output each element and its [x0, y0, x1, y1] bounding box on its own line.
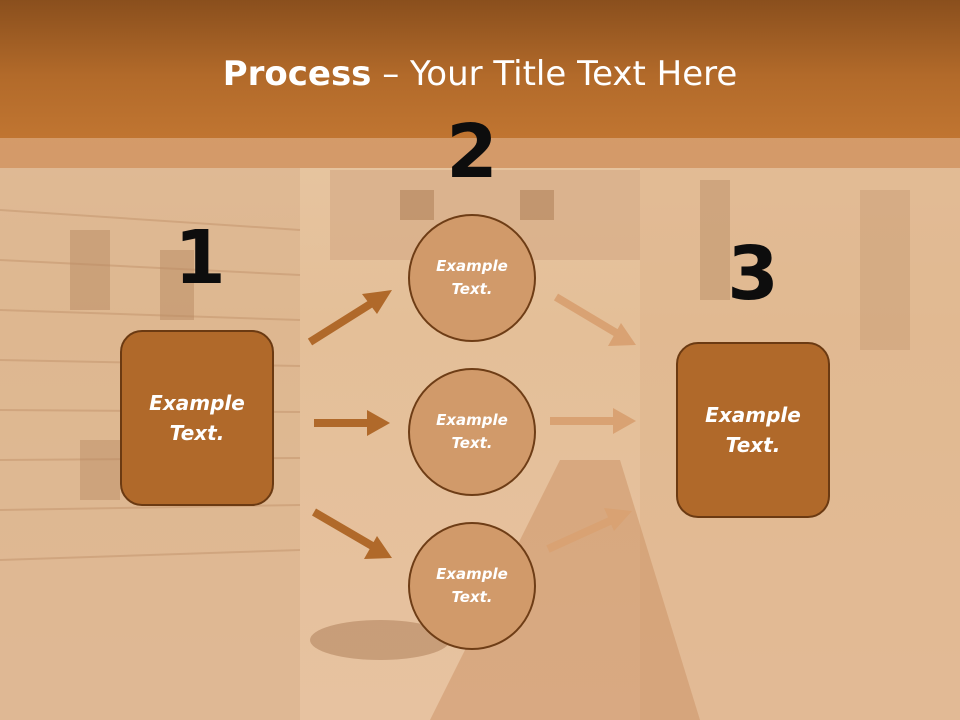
left-box: Example Text. — [120, 330, 274, 506]
title-bold: Process — [222, 54, 372, 94]
arrow-left-top — [307, 290, 392, 346]
arrow-right-bottom — [546, 508, 632, 553]
left-box-text: Example Text. — [149, 391, 245, 445]
step-number-3: 3 — [727, 231, 779, 317]
title-rest: – Your Title Text Here — [371, 54, 738, 94]
step-number-1: 1 — [174, 215, 226, 301]
circle-top-text: Example Text. — [436, 257, 508, 298]
arrow-left-bottom — [311, 508, 392, 559]
title-bar — [0, 0, 960, 138]
circle-bottom-text: Example Text. — [436, 565, 508, 606]
right-box: Example Text. — [676, 342, 830, 518]
arrow-right-top — [553, 293, 636, 346]
circle-middle: Example Text. — [408, 368, 536, 496]
circle-bottom: Example Text. — [408, 522, 536, 650]
step-number-2: 2 — [446, 109, 498, 195]
title-band — [0, 138, 960, 168]
right-box-text: Example Text. — [705, 403, 801, 457]
arrow-left-middle — [314, 410, 390, 436]
circle-top: Example Text. — [408, 214, 536, 342]
slide-title: Process – Your Title Text Here — [0, 52, 960, 96]
arrow-right-middle — [550, 408, 636, 434]
circle-middle-text: Example Text. — [436, 411, 508, 452]
